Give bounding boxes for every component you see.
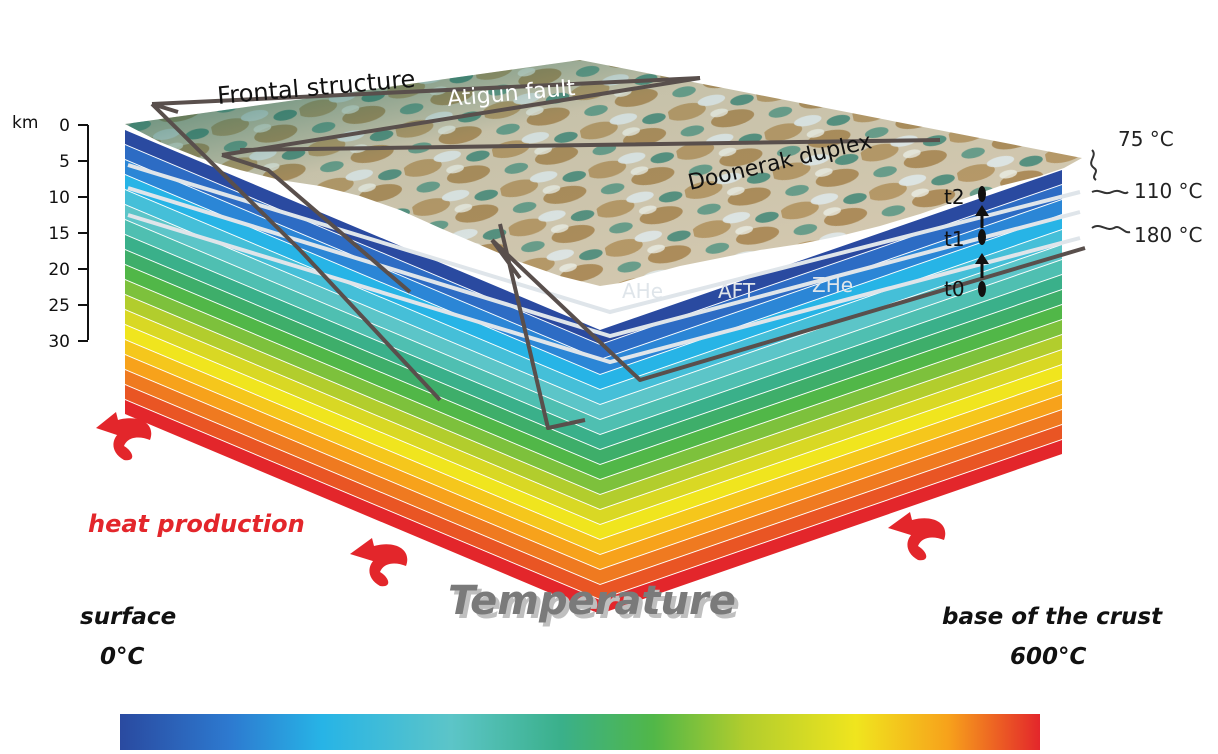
crust-layer — [125, 145, 1062, 359]
aft-label: AFT — [718, 279, 756, 303]
heat-arrow-icon — [350, 538, 408, 587]
crust-layer — [125, 295, 1062, 509]
depth-tick-label: 30 — [48, 332, 70, 352]
squiggle-icon — [1091, 189, 1129, 195]
heat-production-label: heat production — [88, 510, 305, 538]
t1-dot — [978, 229, 986, 245]
isotherm-labels: 75 °C 110 °C 180 °C — [1090, 127, 1203, 247]
crust-layer — [125, 340, 1062, 554]
depth-axis: km 0 5 10 15 20 25 30 — [12, 113, 89, 352]
crust-layer — [125, 370, 1062, 584]
depth-unit: km — [12, 113, 38, 133]
arrow-up-icon — [975, 205, 989, 216]
atigun-fault-line — [221, 76, 701, 294]
t0-dot — [978, 281, 986, 297]
crust-layer — [125, 385, 1062, 599]
isotherm-110-label: 110 °C — [1134, 179, 1203, 203]
surface-temp-label: 0°C — [100, 644, 145, 670]
temperature-color-bar — [120, 714, 1040, 750]
depth-tick-label: 15 — [48, 224, 70, 244]
crust-layer — [125, 235, 1062, 449]
crust-layer — [125, 325, 1062, 539]
crust-layer — [125, 355, 1062, 569]
t1-label: t1 — [944, 227, 965, 251]
crust-layer — [125, 130, 1062, 344]
crust-layer — [125, 280, 1062, 494]
depth-tick-label: 20 — [48, 260, 70, 280]
crust-layer — [125, 265, 1062, 479]
arrow-up-icon — [975, 253, 989, 264]
base-crust-temp-label: 600°C — [1010, 644, 1087, 670]
depth-tick-label: 5 — [59, 152, 70, 172]
frontal-structure-line — [150, 76, 701, 402]
heat-arrow-icon — [96, 412, 152, 461]
depth-tick-label: 0 — [59, 116, 70, 136]
topography-surface — [125, 60, 1082, 286]
t2-dot — [978, 186, 986, 202]
t0-label: t0 — [944, 277, 965, 301]
surface-label: surface — [80, 604, 176, 630]
crust-layer — [125, 310, 1062, 524]
crust-layer — [125, 250, 1062, 464]
zhe-label: ZHe — [812, 273, 853, 297]
terrain-shading — [125, 60, 1082, 286]
base-crust-label: base of the crust — [942, 604, 1163, 630]
temperature-title-shadow: Temperature — [452, 582, 740, 628]
doonerak-duplex-line — [239, 138, 1086, 430]
depth-tick-label: 10 — [48, 188, 70, 208]
heat-arrow-icon — [888, 512, 946, 561]
temperature-title: Temperature — [448, 578, 736, 624]
isotherm-180-line — [127, 213, 1081, 365]
squiggle-icon — [1090, 149, 1097, 181]
heat-arrows — [96, 412, 946, 587]
time-markers: t2 t1 t0 — [944, 185, 989, 301]
fault-structures — [150, 76, 1086, 430]
depth-tick-label: 25 — [48, 296, 70, 316]
isotherm-180-label: 180 °C — [1134, 223, 1203, 247]
crust-layer — [125, 175, 1062, 389]
t2-label: t2 — [944, 185, 965, 209]
crust-layer — [125, 220, 1062, 434]
squiggle-icon — [1091, 225, 1131, 234]
crust-layer — [125, 400, 1062, 614]
crust-layer — [125, 190, 1062, 404]
isotherm-75-label: 75 °C — [1118, 127, 1174, 151]
ahe-label: AHe — [622, 279, 663, 303]
isotherm-75-line — [127, 163, 1081, 315]
